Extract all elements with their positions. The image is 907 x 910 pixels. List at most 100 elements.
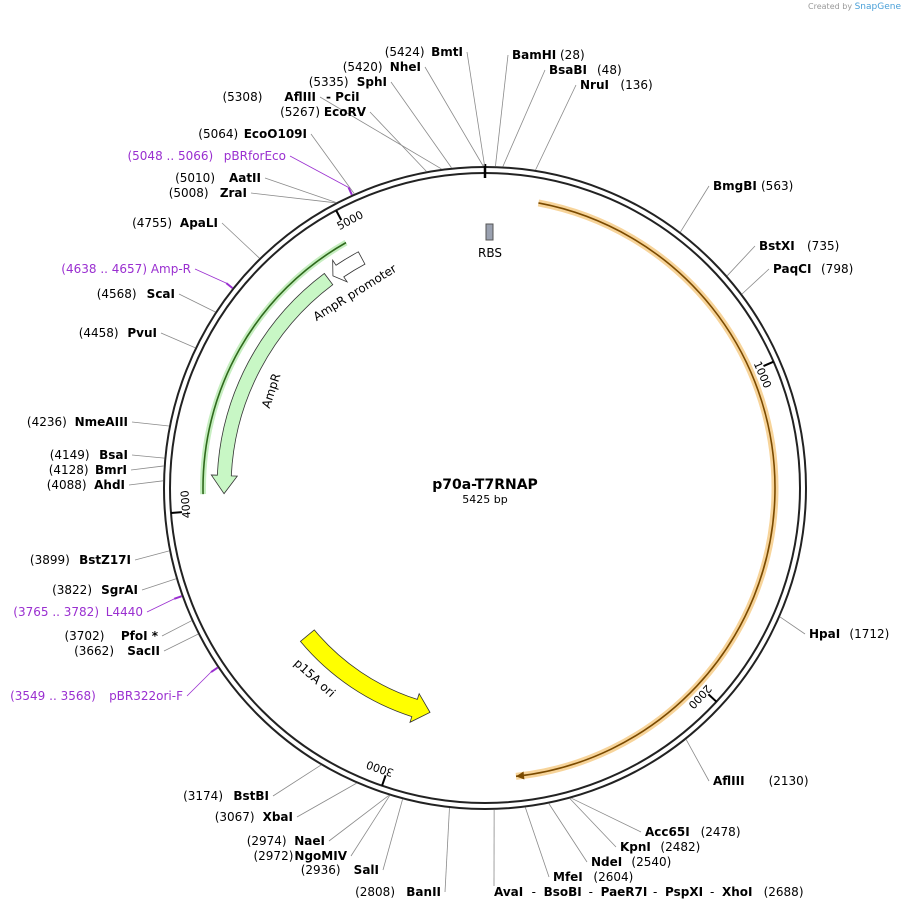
primer-mark [225,282,234,289]
site-label: PaqCI [773,262,811,276]
site-leader [161,620,192,637]
site-leader [548,803,588,863]
rbs-marker [485,223,494,241]
site-leader [134,550,170,561]
feature-ampr-label: AmpR [259,372,283,410]
feature-p15a-ori [299,629,431,724]
site-label: PaeR7I [601,885,648,899]
site-position: (4088) [47,478,87,492]
primer-mark [347,187,353,196]
site-position: (735) [807,239,839,253]
site-leader [390,81,452,168]
site-label: EcoO109I [244,127,307,141]
site-leader [141,578,177,591]
site-leader [128,480,164,486]
site-leader [524,807,550,878]
site-position: (3174) [183,789,223,803]
site-leader [466,51,486,167]
site-leader [571,797,642,833]
site-position: (5064) [198,127,238,141]
site-position: (1712) [849,627,889,641]
site-leader [424,66,484,167]
primer-leader [194,268,227,284]
site-label: AflIII [284,90,316,104]
feature-ampr [210,272,334,495]
primer-label: pBRforEco [224,149,286,163]
site-separator: - [532,885,536,899]
site-position: (4236) [27,415,67,429]
plasmid-length: 5425 bp [462,493,507,506]
tick-mark [381,774,387,787]
tick-mark [335,209,343,221]
site-label: BanII [406,885,441,899]
site-position: (5424) [385,45,425,59]
tick-mark [707,693,718,703]
primer-mark [210,666,219,673]
credit-prefix: Created by [808,2,853,11]
site-label: NheI [390,60,421,74]
site-label: BmtI [431,45,463,59]
site-position: (48) [597,63,622,77]
site-label: NgoMIV [294,849,347,863]
site-label: SalI [354,863,379,877]
site-leader [131,421,170,427]
site-leader [296,782,357,818]
site-label: AvaI [494,885,523,899]
backbone [163,164,807,810]
site-position: (4568) [97,287,137,301]
site-leader [264,177,337,203]
primer-label: Amp-R [151,262,191,276]
feature-ampr-promoter-label: AmpR promoter [311,261,399,323]
site-label: ZraI [220,186,247,200]
site-position: (4755) [132,216,172,230]
site-leader [680,185,710,233]
site-position: (5267) [280,105,320,119]
site-label: PvuI [127,326,157,340]
site-separator: - [710,885,714,899]
primer-range: (3765 .. 3782) [13,605,99,619]
site-position: (5010) [175,171,215,185]
primer-range: (3549 .. 3568) [10,689,96,703]
tick-label: 4000 [178,490,193,519]
site-label: BsaI [99,448,128,462]
site-leader [779,616,806,635]
site-label: MfeI [553,870,583,884]
site-label: PfoI * [121,629,159,643]
site-position: (563) [761,179,793,193]
site-position: (3662) [74,644,114,658]
site-leader [130,465,164,471]
site-leader [502,69,546,167]
site-leader [350,795,391,857]
snapgene-credit: Created by SnapGene [808,2,901,12]
tick-label: 5000 [335,208,366,233]
site-position: (5335) [309,75,349,89]
site-label: HpaI [809,627,840,641]
site-position: (2130) [769,774,809,788]
tick-label: 3000 [365,758,396,779]
primer-leader [186,671,212,697]
site-leader [131,454,165,459]
site-label: NmeAIII [75,415,128,429]
primer-label: L4440 [106,605,143,619]
site-label: BsoBI [544,885,582,899]
site-position: (798) [821,262,853,276]
site-position: (3899) [30,553,70,567]
site-leader [535,84,577,171]
feature-ampr-promoter [332,251,366,283]
site-label: PspXI [665,885,703,899]
site-position: (2478) [701,825,741,839]
site-label: XhoI [722,885,753,899]
snapgene-logo: SnapGene [854,2,901,12]
site-label: BamHI [512,48,556,62]
site-position: (2974) [247,834,287,848]
site-label: NdeI [591,855,622,869]
primer-range: (4638 .. 4657) [61,262,147,276]
primer-range: (5048 .. 5066) [127,149,213,163]
site-leader [163,633,199,652]
site-label: BstZ17I [79,553,131,567]
site-position: (5420) [343,60,383,74]
site-label: SacII [127,644,160,658]
site-leader [444,808,450,893]
site-position: (2540) [631,855,671,869]
